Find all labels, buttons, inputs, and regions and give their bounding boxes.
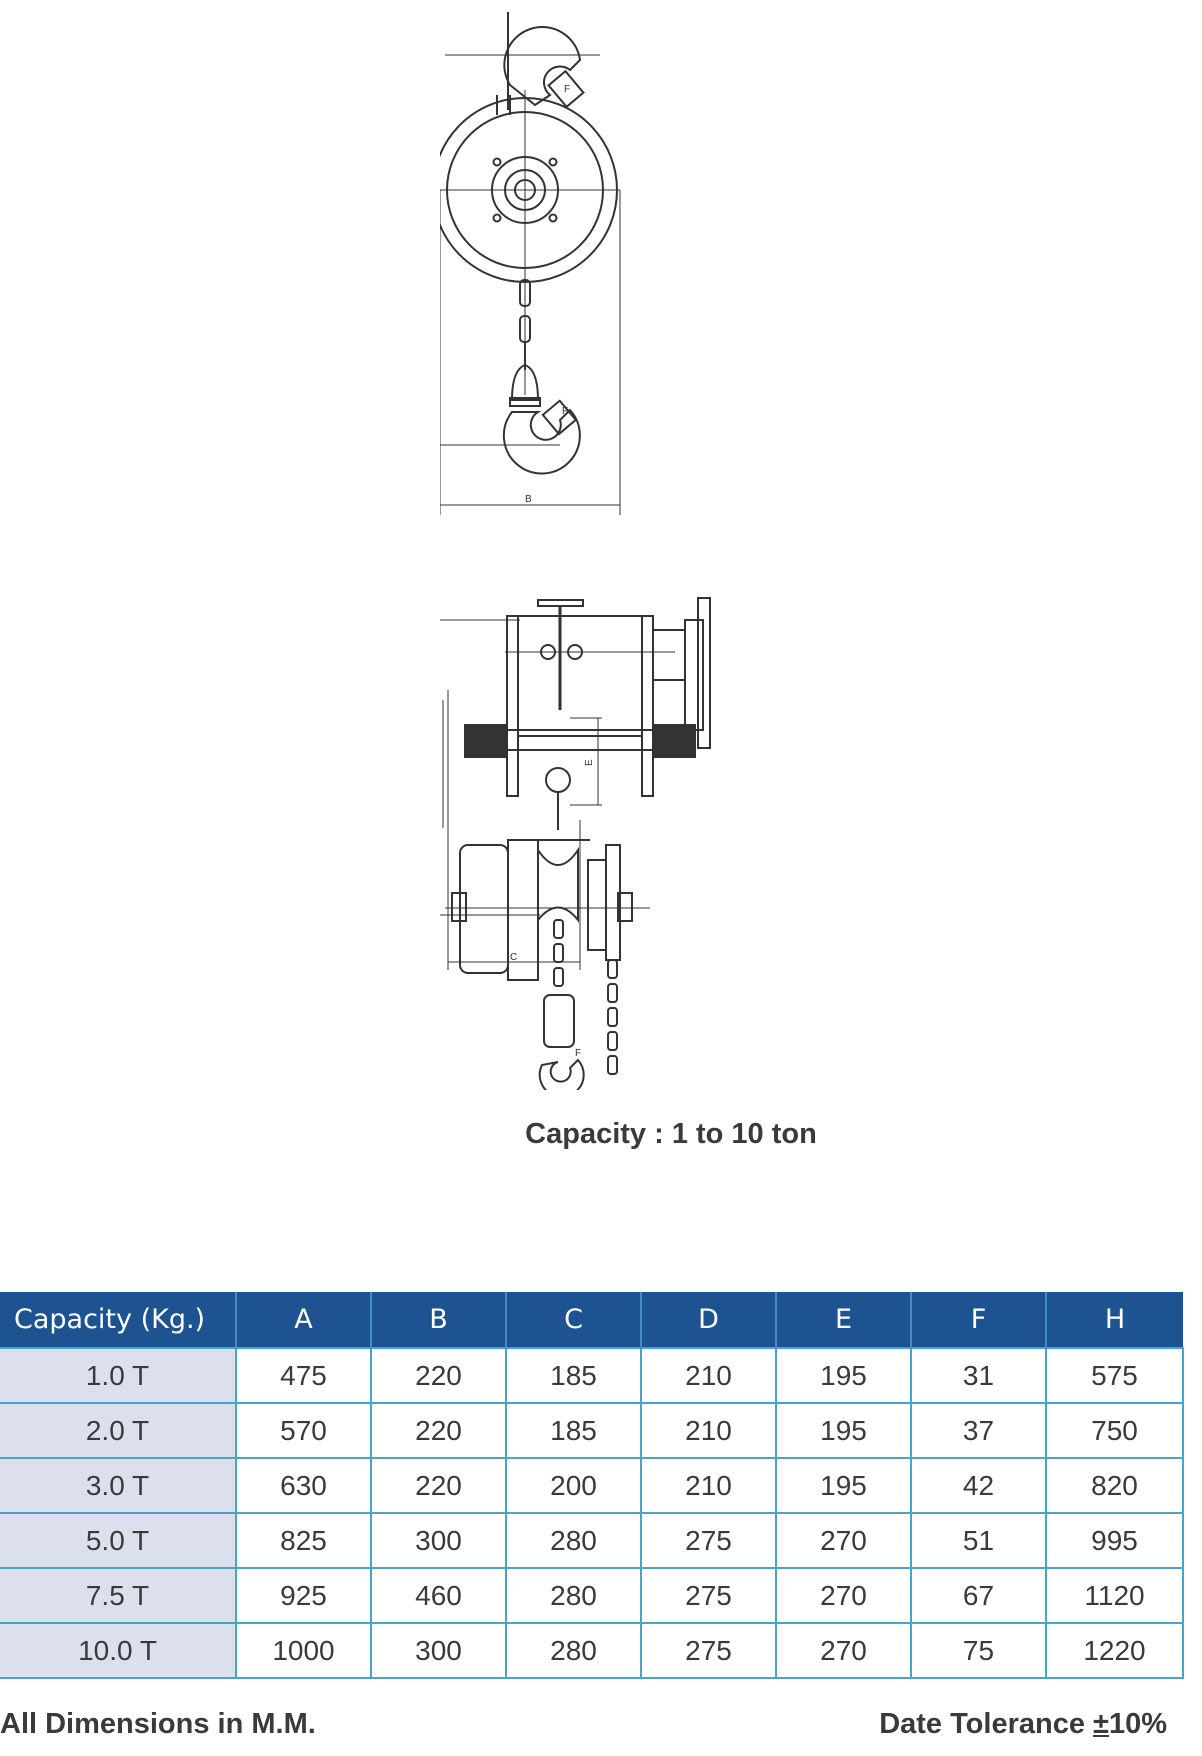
cell-c: 200 bbox=[505, 1457, 642, 1514]
cell-e: 270 bbox=[775, 1567, 912, 1624]
cell-d: 210 bbox=[640, 1457, 777, 1514]
cell-b: 220 bbox=[370, 1402, 507, 1459]
cell-f: 51 bbox=[910, 1512, 1047, 1569]
cell-d: 210 bbox=[640, 1402, 777, 1459]
cell-capacity: 3.0 T bbox=[0, 1457, 237, 1514]
table-row: 5.0 T 825 300 280 275 270 51 995 bbox=[0, 1512, 1184, 1569]
cell-a: 570 bbox=[235, 1402, 372, 1459]
cell-b: 300 bbox=[370, 1622, 507, 1679]
cell-f: 42 bbox=[910, 1457, 1047, 1514]
tolerance-label: Date Tolerance bbox=[879, 1708, 1094, 1740]
table-header-row: Capacity (Kg.) A B C D E F H bbox=[0, 1292, 1183, 1348]
cell-a: 630 bbox=[235, 1457, 372, 1514]
cell-c: 280 bbox=[505, 1567, 642, 1624]
cell-capacity: 7.5 T bbox=[0, 1567, 237, 1624]
cell-f: 67 bbox=[910, 1567, 1047, 1624]
tolerance-note: Date Tolerance ±10% bbox=[879, 1708, 1167, 1741]
header-b: B bbox=[370, 1292, 506, 1348]
cell-f: 75 bbox=[910, 1622, 1047, 1679]
dim-label-b: B bbox=[525, 494, 532, 505]
capacity-caption-text: Capacity : 1 to 10 ton bbox=[525, 1118, 817, 1150]
dim-label-e: E bbox=[584, 759, 595, 766]
header-capacity: Capacity (Kg.) bbox=[0, 1292, 236, 1348]
cell-f: 31 bbox=[910, 1347, 1047, 1404]
cell-h: 995 bbox=[1045, 1512, 1184, 1569]
cell-d: 275 bbox=[640, 1567, 777, 1624]
header-a: A bbox=[235, 1292, 371, 1348]
cell-c: 280 bbox=[505, 1622, 642, 1679]
table-row: 10.0 T 1000 300 280 275 270 75 1220 bbox=[0, 1622, 1184, 1679]
tolerance-value: 10% bbox=[1108, 1708, 1167, 1740]
dim-label-d: D bbox=[440, 759, 441, 766]
cell-capacity: 1.0 T bbox=[0, 1347, 237, 1404]
cell-e: 195 bbox=[775, 1457, 912, 1514]
trolley-hoist-drawing: F H D E C bbox=[440, 590, 740, 1090]
table-row: 7.5 T 925 460 280 275 270 67 1120 bbox=[0, 1567, 1184, 1624]
cell-capacity: 10.0 T bbox=[0, 1622, 237, 1679]
table-row: 3.0 T 630 220 200 210 195 42 820 bbox=[0, 1457, 1184, 1514]
cell-b: 460 bbox=[370, 1567, 507, 1624]
table-row: 1.0 T 475 220 185 210 195 31 575 bbox=[0, 1347, 1184, 1404]
dim-label-f: F bbox=[564, 84, 570, 95]
cell-h: 820 bbox=[1045, 1457, 1184, 1514]
cell-capacity: 5.0 T bbox=[0, 1512, 237, 1569]
cell-c: 185 bbox=[505, 1402, 642, 1459]
table-row: 2.0 T 570 220 185 210 195 37 750 bbox=[0, 1402, 1184, 1459]
header-c: C bbox=[505, 1292, 641, 1348]
cell-e: 195 bbox=[775, 1402, 912, 1459]
cell-a: 925 bbox=[235, 1567, 372, 1624]
dim-label-f: F bbox=[562, 406, 568, 417]
cell-capacity: 2.0 T bbox=[0, 1402, 237, 1459]
cell-e: 270 bbox=[775, 1622, 912, 1679]
dimensions-unit-note: All Dimensions in M.M. bbox=[0, 1708, 316, 1740]
header-h: H bbox=[1045, 1292, 1183, 1348]
cell-d: 210 bbox=[640, 1347, 777, 1404]
cell-d: 275 bbox=[640, 1512, 777, 1569]
header-d: D bbox=[640, 1292, 776, 1348]
cell-e: 195 bbox=[775, 1347, 912, 1404]
cell-b: 220 bbox=[370, 1347, 507, 1404]
cell-a: 1000 bbox=[235, 1622, 372, 1679]
cell-b: 300 bbox=[370, 1512, 507, 1569]
capacity-caption: Capacity : 1 to 10 ton bbox=[0, 1118, 1202, 1151]
hoist-drawing: F F A B bbox=[440, 0, 740, 520]
cell-h: 1120 bbox=[1045, 1567, 1184, 1624]
header-f: F bbox=[910, 1292, 1046, 1348]
cell-e: 270 bbox=[775, 1512, 912, 1569]
cell-h: 1220 bbox=[1045, 1622, 1184, 1679]
cell-a: 475 bbox=[235, 1347, 372, 1404]
cell-c: 280 bbox=[505, 1512, 642, 1569]
dim-label-c: C bbox=[510, 952, 517, 963]
cell-a: 825 bbox=[235, 1512, 372, 1569]
cell-h: 750 bbox=[1045, 1402, 1184, 1459]
cell-d: 275 bbox=[640, 1622, 777, 1679]
dim-label-f: F bbox=[575, 1048, 581, 1059]
plus-minus-symbol: ± bbox=[1093, 1708, 1109, 1740]
dimension-table: Capacity (Kg.) A B C D E F H 1.0 T 475 2… bbox=[0, 1292, 1184, 1679]
cell-f: 37 bbox=[910, 1402, 1047, 1459]
cell-b: 220 bbox=[370, 1457, 507, 1514]
header-e: E bbox=[775, 1292, 911, 1348]
cell-c: 185 bbox=[505, 1347, 642, 1404]
cell-h: 575 bbox=[1045, 1347, 1184, 1404]
